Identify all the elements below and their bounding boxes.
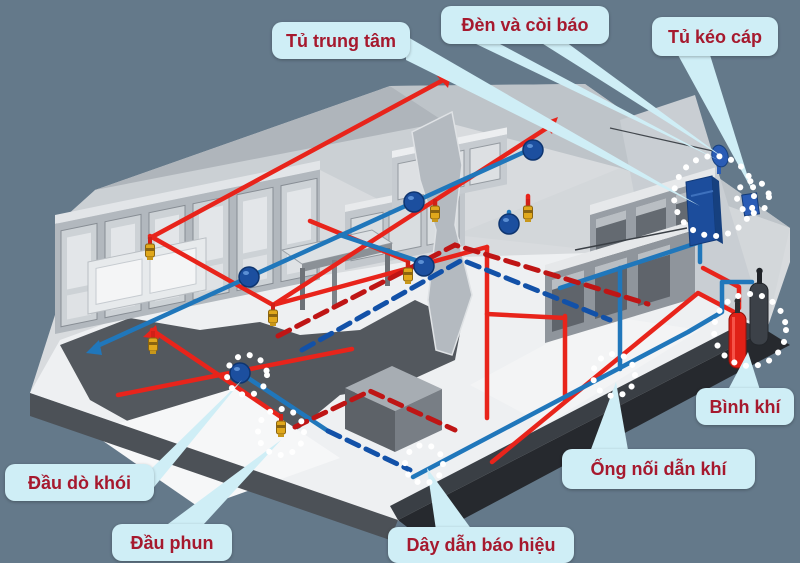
highlight-circle [402, 442, 446, 486]
highlight-circle [734, 178, 772, 216]
callout-tail [728, 352, 760, 390]
callout-ong-noi-dan-khi: Ống nối dẫn khí [562, 449, 755, 489]
callout-tails [150, 36, 760, 530]
callout-tail [472, 42, 718, 160]
callout-tail [168, 440, 281, 524]
callout-tail [150, 380, 242, 492]
highlight-circle [671, 153, 757, 239]
smoke-detector-icon [403, 191, 425, 213]
cable-line [574, 227, 688, 251]
blue-signal-wire-dashed [299, 257, 613, 473]
smoke-detectors [229, 139, 544, 384]
highlight-circles [224, 153, 789, 486]
callout-binh-khi: Bình khí [696, 388, 794, 425]
callout-dau-phun: Đầu phun [112, 524, 232, 561]
callout-tail [540, 42, 724, 158]
spray-nozzle-icon [276, 414, 286, 437]
low-cabinet [87, 237, 207, 315]
red-signal-wire-dashed [275, 242, 651, 433]
highlight-circle [224, 352, 270, 398]
spray-nozzle-icon [145, 237, 155, 260]
spray-nozzles [145, 199, 533, 437]
spray-nozzle-icon [403, 261, 413, 284]
highlight-circle [255, 406, 307, 458]
callout-tail [427, 468, 472, 530]
callout-tail [590, 382, 628, 452]
callout-tail [678, 55, 752, 190]
callout-tail [406, 36, 700, 206]
smoke-detector-icon [522, 139, 544, 161]
spray-nozzle-icon [523, 199, 533, 222]
smoke-detector-icon [498, 213, 520, 235]
callout-dau-do-khoi: Đầu dò khói [5, 464, 154, 501]
floor-box [345, 366, 442, 452]
spray-nozzle-icon [268, 303, 278, 326]
smoke-detector-icon [238, 266, 260, 288]
callout-den-va-coi-bao: Đèn và còi báo [441, 6, 609, 44]
callout-day-dan-bao-hieu: Dây dẫn báo hiệu [388, 527, 574, 563]
callout-tu-keo-cap: Tủ kéo cáp [652, 17, 778, 56]
smoke-detector-icon [229, 362, 251, 384]
blue-pipe-arrowhead [86, 340, 102, 355]
cable-line [609, 127, 714, 152]
highlight-circle [590, 351, 638, 399]
smoke-detector-icon [413, 255, 435, 277]
highlight-circle [711, 291, 789, 369]
spray-nozzle-icon [148, 331, 158, 354]
spray-nozzle-icon [430, 199, 440, 222]
callout-tu-trung-tam: Tủ trung tâm [272, 22, 410, 59]
